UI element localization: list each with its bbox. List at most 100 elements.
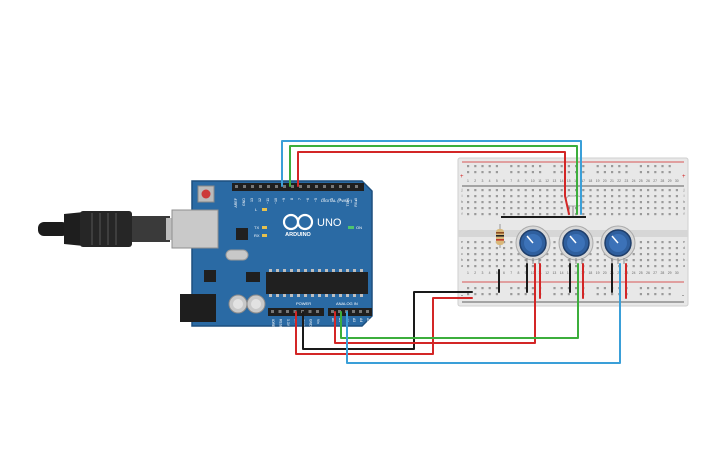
terminal-hole — [553, 241, 556, 244]
terminal-hole — [510, 207, 513, 210]
column-number: 8 — [517, 271, 519, 275]
terminal-hole — [668, 207, 671, 210]
rail-hole — [474, 165, 477, 168]
terminal-hole — [488, 207, 491, 210]
terminal-hole — [510, 213, 513, 216]
chip-leg — [304, 294, 307, 297]
row-letter: j — [461, 188, 463, 192]
terminal-hole — [524, 213, 527, 216]
rail-hole — [467, 287, 470, 290]
rail-hole — [510, 165, 513, 168]
terminal-hole — [481, 189, 484, 192]
column-number: 1 — [467, 179, 469, 183]
terminal-hole — [510, 247, 513, 250]
terminal-hole — [567, 189, 570, 192]
terminal-hole — [589, 265, 592, 268]
terminal-hole — [546, 213, 549, 216]
terminal-hole — [654, 259, 657, 262]
terminal-hole — [517, 213, 520, 216]
terminal-hole — [467, 241, 470, 244]
terminal-hole — [467, 207, 470, 210]
terminal-hole — [517, 265, 520, 268]
terminal-hole — [517, 195, 520, 198]
column-number: 2 — [474, 271, 476, 275]
terminal-hole — [560, 195, 563, 198]
terminal-hole — [503, 195, 506, 198]
rail-hole — [668, 293, 671, 296]
terminal-hole — [495, 259, 498, 262]
rail-hole — [654, 171, 657, 174]
terminal-hole — [647, 241, 650, 244]
rail-hole — [596, 171, 599, 174]
wire-green-a1-to-pot2 — [340, 263, 579, 339]
terminal-hole — [661, 195, 664, 198]
terminal-hole — [639, 213, 642, 216]
rail-hole — [582, 165, 585, 168]
chip-leg — [269, 294, 272, 297]
terminal-hole — [560, 201, 563, 204]
column-number: 13 — [553, 271, 557, 275]
terminal-hole — [661, 201, 664, 204]
digital-pin-label: 8 — [290, 198, 294, 200]
terminal-hole — [654, 241, 657, 244]
terminal-hole — [589, 213, 592, 216]
terminal-hole — [589, 207, 592, 210]
rail-hole — [560, 165, 563, 168]
digital-pin-label: 13 — [250, 198, 254, 202]
terminal-hole — [488, 253, 491, 256]
terminal-hole — [675, 259, 678, 262]
rail-hole — [474, 287, 477, 290]
terminal-hole — [647, 195, 650, 198]
column-number: 18 — [589, 271, 593, 275]
terminal-hole — [481, 207, 484, 210]
terminal-hole — [647, 213, 650, 216]
terminal-hole — [596, 265, 599, 268]
rail-hole — [603, 171, 606, 174]
terminal-hole — [661, 259, 664, 262]
terminal-hole — [546, 253, 549, 256]
wire-red-a0-to-pot1 — [334, 263, 536, 344]
terminal-hole — [675, 201, 678, 204]
chip-leg — [283, 294, 286, 297]
terminal-hole — [647, 201, 650, 204]
terminal-hole — [639, 207, 642, 210]
led-tx — [262, 226, 267, 229]
terminal-hole — [510, 189, 513, 192]
digital-pin-label: ~5 — [314, 198, 318, 202]
terminal-hole — [654, 189, 657, 192]
terminal-hole — [503, 207, 506, 210]
column-number: 3 — [481, 179, 483, 183]
digital-pin-hole — [275, 185, 278, 188]
terminal-hole — [603, 207, 606, 210]
terminal-hole — [510, 265, 513, 268]
terminal-hole — [546, 201, 549, 204]
rail-hole — [575, 287, 578, 290]
digital-pin-hole — [291, 185, 294, 188]
terminal-hole — [495, 213, 498, 216]
digital-pin-label: 4 — [322, 198, 326, 200]
terminal-hole — [481, 259, 484, 262]
rail-hole — [611, 171, 614, 174]
terminal-hole — [625, 189, 628, 192]
column-number: 20 — [603, 179, 607, 183]
column-number: 5 — [496, 179, 498, 183]
terminal-hole — [668, 213, 671, 216]
column-number: 1 — [467, 271, 469, 275]
terminal-hole — [524, 189, 527, 192]
column-number: 9 — [525, 271, 527, 275]
row-letter: c — [683, 252, 685, 256]
terminal-hole — [481, 241, 484, 244]
terminal-hole — [467, 189, 470, 192]
rail-hole — [474, 171, 477, 174]
rail-hole — [582, 171, 585, 174]
terminal-hole — [654, 265, 657, 268]
column-number: 27 — [653, 271, 657, 275]
terminal-hole — [661, 265, 664, 268]
terminal-hole — [488, 213, 491, 216]
terminal-hole — [510, 195, 513, 198]
terminal-hole — [582, 195, 585, 198]
terminal-hole — [488, 189, 491, 192]
digital-pin-hole — [299, 185, 302, 188]
terminal-hole — [524, 259, 527, 262]
terminal-hole — [546, 265, 549, 268]
